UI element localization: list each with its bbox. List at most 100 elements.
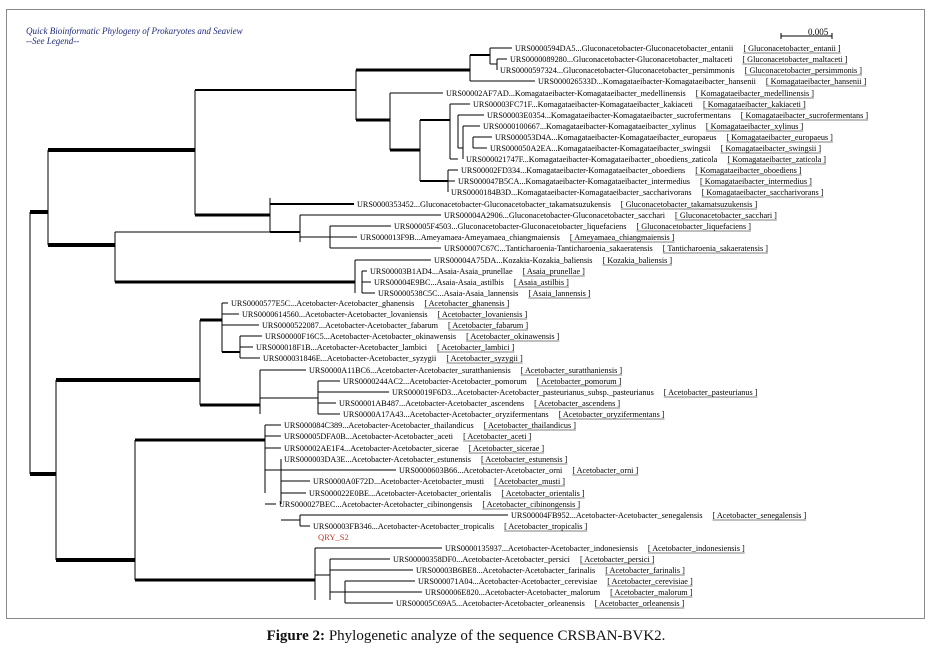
leaf-tag: [ Acetobacter_lambici ] bbox=[437, 343, 515, 352]
tree-title: Quick Bioinformatic Phylogeny of Prokary… bbox=[26, 26, 243, 36]
leaf-label: URS000031846E...Acetobacter-Acetobacter_… bbox=[263, 354, 437, 363]
leaf-tag: [ Acetobacter_malorum ] bbox=[610, 588, 693, 597]
leaf-label: URS00005DFA0B...Acetobacter-Acetobacter_… bbox=[284, 432, 454, 441]
leaf-label: URS0000A11BC6...Acetobacter-Acetobacter_… bbox=[309, 366, 511, 375]
leaf-label: URS00004E9BC...Asaia-Asaia_astilbis bbox=[374, 278, 504, 287]
leaf-label: URS0000538C5C...Asaia-Asaia_lannensis bbox=[378, 289, 518, 298]
leaf-label: URS00004A75DA...Kozakia-Kozakia_baliensi… bbox=[434, 256, 593, 265]
leaf-tag: [ Acetobacter_pomorum ] bbox=[537, 377, 622, 386]
leaf-label: URS000026533D...Komagataeibacter-Komagat… bbox=[538, 77, 757, 86]
leaf-label: URS0000597324...Gluconacetobacter-Glucon… bbox=[500, 66, 735, 75]
leaf-label: URS00005C69A5...Acetobacter-Acetobacter_… bbox=[396, 599, 585, 608]
leaf-tag: [ Gluconacetobacter_persimmonis ] bbox=[745, 66, 863, 75]
phylogeny-panel bbox=[6, 9, 925, 619]
leaf-tag: [ Acetobacter_oryzifermentans ] bbox=[559, 410, 665, 419]
leaf-label: URS0000184B3D...Komagataeibacter-Komagat… bbox=[451, 188, 692, 197]
leaf-tag: [ Acetobacter_cibinongensis ] bbox=[482, 500, 580, 509]
leaf-label: URS000022E0BE...Acetobacter-Acetobacter_… bbox=[309, 489, 491, 498]
leaf-tag: [ Komagataeibacter_oboediens ] bbox=[695, 166, 802, 175]
leaf-tag: [ Gluconacetobacter_maltaceti ] bbox=[742, 55, 847, 64]
see-legend-link[interactable]: --See Legend-- bbox=[26, 36, 80, 46]
leaf-tag: [ Acetobacter_suratthaniensis ] bbox=[521, 366, 623, 375]
leaf-label: URS00003FB346...Acetobacter-Acetobacter_… bbox=[313, 522, 494, 531]
leaf-label: URS0000603B66...Acetobacter-Acetobacter_… bbox=[399, 466, 563, 475]
leaf-label: URS000050A2EA...Komagataeibacter-Komagat… bbox=[490, 144, 711, 153]
leaf-label: URS00002AE1F4...Acetobacter-Acetobacter_… bbox=[284, 444, 459, 453]
figure-caption: Figure 2: Phylogenetic analyze of the se… bbox=[0, 628, 932, 645]
leaf-label: URS00002AF7AD...Komagataeibacter-Komagat… bbox=[446, 89, 686, 98]
leaf-label: URS00000F16C5...Acetobacter-Acetobacter_… bbox=[265, 332, 456, 341]
leaf-label: URS000084C389...Acetobacter-Acetobacter_… bbox=[284, 421, 474, 430]
leaf-label: URS000071A04...Acetobacter-Acetobacter_c… bbox=[418, 577, 598, 586]
leaf-tag: [ Acetobacter_fabarum ] bbox=[448, 321, 528, 330]
leaf-tag: [ Acetobacter_sicerae ] bbox=[469, 444, 545, 453]
leaf-label: URS0000594DA5...Gluconacetobacter-Glucon… bbox=[515, 44, 734, 53]
caption-prefix: Figure 2: bbox=[266, 628, 326, 644]
leaf-tag: [ Acetobacter_estunensis ] bbox=[481, 455, 568, 464]
leaf-tag: [ Asaia_lannensis ] bbox=[528, 289, 591, 298]
leaf-label: URS000027BEC...Acetobacter-Acetobacter_c… bbox=[279, 500, 472, 509]
leaf-tag: [ Acetobacter_thailandicus ] bbox=[484, 421, 577, 430]
leaf-label: URS0000244AC2...Acetobacter-Acetobacter_… bbox=[343, 377, 527, 386]
scale-bar-label: 0.005 bbox=[808, 27, 829, 37]
leaf-tag: [ Acetobacter_syzygii ] bbox=[446, 354, 523, 363]
leaf-label: URS00007C67C...Tanticharoenia-Tanticharo… bbox=[444, 244, 653, 253]
leaf-tag: [ Gluconacetobacter_entanii ] bbox=[743, 44, 841, 53]
leaf-label: URS0000089280...Gluconacetobacter-Glucon… bbox=[510, 55, 733, 64]
leaf-label: URS000013F9B...Ameyamaea-Ameyamaea_chian… bbox=[360, 233, 560, 242]
leaf-tag: [ Komagataeibacter_intermedius ] bbox=[700, 177, 812, 186]
leaf-label: URS000021747F...Komagataeibacter-Komagat… bbox=[466, 155, 718, 164]
leaf-tag: [ Acetobacter_lovaniensis ] bbox=[438, 310, 528, 319]
leaf-tag: [ Asaia_astilbis ] bbox=[514, 278, 569, 287]
leaf-tag: [ Ameyamaea_chiangmaiensis ] bbox=[570, 233, 675, 242]
leaf-tag: [ Komagataeibacter_saccharivorans ] bbox=[702, 188, 824, 197]
leaf-label: URS00004FB952...Acetobacter-Acetobacter_… bbox=[511, 511, 703, 520]
leaf-tag: [ Acetobacter_ghanensis ] bbox=[424, 299, 509, 308]
leaf-label: URS00003FC71F...Komagataeibacter-Komagat… bbox=[473, 100, 694, 109]
leaf-label: URS00003B1AD4...Asaia-Asaia_prunellae bbox=[370, 267, 513, 276]
leaf-tag: [ Acetobacter_senegalensis ] bbox=[713, 511, 807, 520]
leaf-tag: [ Acetobacter_orni ] bbox=[572, 466, 638, 475]
leaf-tag: [ Acetobacter_ascendens ] bbox=[534, 399, 620, 408]
leaf-label: URS00005F4503...Gluconacetobacter-Glucon… bbox=[394, 222, 626, 231]
leaf-tag: [ Acetobacter_aceti ] bbox=[463, 432, 531, 441]
leaf-tag: [ Komagataeibacter_kakiaceti ] bbox=[703, 100, 806, 109]
leaf-label: URS0000A0F72D...Acetobacter-Acetobacter_… bbox=[313, 477, 485, 486]
leaf-label: URS0000353452...Gluconacetobacter-Glucon… bbox=[357, 200, 611, 209]
leaf-tag: [ Asaia_prunellae ] bbox=[523, 267, 586, 276]
leaf-tag: [ Acetobacter_pasteurianus ] bbox=[664, 388, 758, 397]
leaf-label: URS000053D4A...Komagataeibacter-Komagata… bbox=[495, 133, 717, 142]
leaf-label: URS00003B6BE8...Acetobacter-Acetobacter_… bbox=[416, 566, 595, 575]
query-label: QRY_S2 bbox=[318, 532, 349, 542]
leaf-tag: [ Kozakia_baliensis ] bbox=[603, 256, 673, 265]
leaf-tag: [ Komagataeibacter_xylinus ] bbox=[706, 122, 804, 131]
leaf-tag: [ Acetobacter_tropicalis ] bbox=[504, 522, 587, 531]
leaf-tag: [ Komagataeibacter_hansenii ] bbox=[766, 77, 867, 86]
leaf-label: URS0000614560...Acetobacter-Acetobacter_… bbox=[242, 310, 428, 319]
leaf-tag: [ Acetobacter_farinalis ] bbox=[605, 566, 685, 575]
leaf-label: URS000018F1B...Acetobacter-Acetobacter_l… bbox=[256, 343, 428, 352]
leaf-tag: [ Gluconacetobacter_liquefaciens ] bbox=[636, 222, 751, 231]
leaf-label: URS00001AB487...Acetobacter-Acetobacter_… bbox=[339, 399, 524, 408]
leaf-tag: [ Gluconacetobacter_sacchari ] bbox=[675, 211, 777, 220]
leaf-tag: [ Acetobacter_orleanensis ] bbox=[595, 599, 685, 608]
leaf-label: URS00006E820...Acetobacter-Acetobacter_m… bbox=[425, 588, 601, 597]
leaf-tag: [ Komagataeibacter_medellinensis ] bbox=[696, 89, 814, 98]
leaf-label: URS000019F6D3...Acetobacter-Acetobacter_… bbox=[392, 388, 654, 397]
leaf-label: URS00002FD334...Komagataeibacter-Komagat… bbox=[461, 166, 685, 175]
leaf-label: URS000047B5CA...Komagataeibacter-Komagat… bbox=[458, 177, 690, 186]
leaf-tag: [ Gluconacetobacter_takamatsuzukensis ] bbox=[621, 200, 758, 209]
leaf-tag: [ Acetobacter_musti ] bbox=[494, 477, 565, 486]
leaf-label: URS00003E0354...Komagataeibacter-Komagat… bbox=[487, 111, 731, 120]
leaf-tag: [ Komagataeibacter_zaticola ] bbox=[727, 155, 826, 164]
leaf-tag: [ Tanticharoenia_sakaeratensis ] bbox=[663, 244, 768, 253]
leaf-label: URS0000577E5C...Acetobacter-Acetobacter_… bbox=[231, 299, 414, 308]
leaf-tag: [ Acetobacter_okinawensis ] bbox=[466, 332, 559, 341]
leaf-label: URS0000522087...Acetobacter-Acetobacter_… bbox=[262, 321, 439, 330]
leaf-label: URS0000135937...Acetobacter-Acetobacter_… bbox=[445, 544, 638, 553]
leaf-tag: [ Acetobacter_orientalis ] bbox=[501, 489, 584, 498]
leaf-label: URS0000A17A43...Acetobacter-Acetobacter_… bbox=[343, 410, 549, 419]
leaf-tag: [ Komagataeibacter_sucrofermentans ] bbox=[741, 111, 869, 120]
leaf-label: URS00000358DF0...Acetobacter-Acetobacter… bbox=[393, 555, 571, 564]
